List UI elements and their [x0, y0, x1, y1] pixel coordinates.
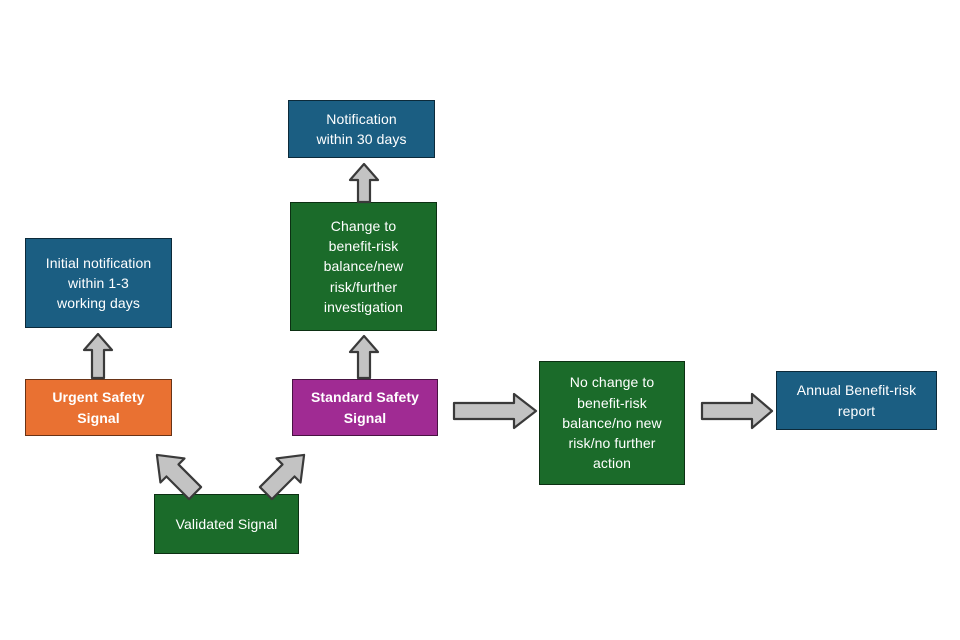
node-no-change-to-benefit-risk[interactable]: No change to benefit-risk balance/no new…	[539, 361, 685, 485]
node-annual-benefit-risk-report[interactable]: Annual Benefit-risk report	[776, 371, 937, 430]
arrow-up-left-icon	[145, 443, 207, 505]
node-label: Change to benefit-risk balance/new risk/…	[323, 217, 404, 315]
node-change-to-benefit-risk[interactable]: Change to benefit-risk balance/new risk/…	[290, 202, 437, 331]
arrow-right-icon	[700, 392, 774, 430]
node-label: Notification within 30 days	[316, 110, 407, 147]
node-notification-30-days[interactable]: Notification within 30 days	[288, 100, 435, 158]
node-urgent-safety-signal[interactable]: Urgent Safety Signal	[25, 379, 172, 436]
node-label: Standard Safety Signal	[310, 389, 420, 426]
node-label: No change to benefit-risk balance/no new…	[562, 374, 662, 472]
arrow-right-icon	[452, 392, 538, 430]
node-label: Initial notification within 1-3 working …	[45, 254, 152, 312]
arrow-up-icon	[82, 332, 114, 380]
node-initial-notification[interactable]: Initial notification within 1-3 working …	[25, 238, 172, 328]
node-label: Validated Signal	[175, 515, 278, 532]
arrow-up-right-icon	[254, 443, 316, 505]
node-standard-safety-signal[interactable]: Standard Safety Signal	[292, 379, 438, 436]
arrow-up-icon	[348, 162, 380, 204]
node-label: Urgent Safety Signal	[52, 389, 145, 426]
node-validated-signal[interactable]: Validated Signal	[154, 494, 299, 554]
node-label: Annual Benefit-risk report	[796, 382, 917, 419]
arrow-up-icon	[348, 334, 380, 380]
